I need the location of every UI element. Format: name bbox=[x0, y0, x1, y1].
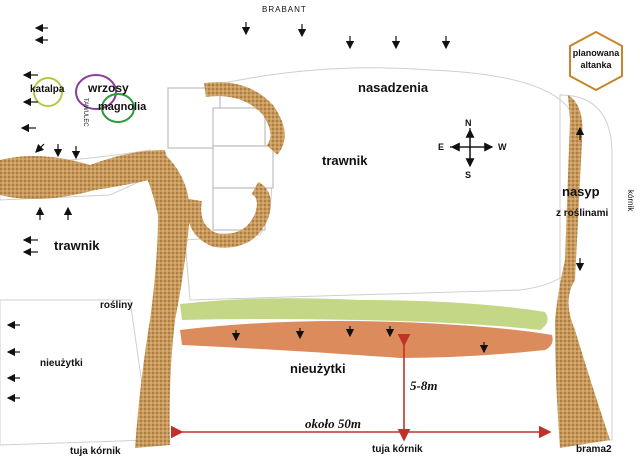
wrzosy-ellipse bbox=[75, 74, 117, 110]
label-tuja-kornik-mid: tuja kórnik bbox=[372, 444, 423, 455]
label-nieuzytki-left: nieużytki bbox=[40, 358, 83, 369]
flow-arrows bbox=[6, 22, 585, 403]
label-z-roslinami: z roślinami bbox=[556, 208, 608, 219]
label-magnolia: magnolia bbox=[98, 101, 147, 113]
magnolia-ellipse bbox=[101, 93, 135, 123]
label-brabant: BRABANT bbox=[262, 5, 307, 14]
katalpa-circle bbox=[33, 77, 63, 107]
compass-w: W bbox=[498, 142, 507, 152]
hedge-orange bbox=[180, 321, 553, 358]
label-rosliny: rośliny bbox=[100, 300, 133, 311]
label-tawulec: TAWULEC bbox=[82, 98, 88, 127]
path-left-horizontal bbox=[0, 150, 170, 199]
path-house-loop bbox=[204, 82, 285, 155]
label-dim-width: około 50m bbox=[305, 416, 361, 431]
label-katalpa: katalpa bbox=[30, 84, 65, 95]
label-wrzosy: wrzosy bbox=[87, 81, 129, 95]
compass-n: N bbox=[465, 118, 472, 128]
area-outlines bbox=[0, 67, 613, 446]
label-altanka: altanka bbox=[580, 60, 612, 70]
house bbox=[167, 87, 274, 231]
label-trawnik-main: trawnik bbox=[322, 153, 368, 168]
dimension-lines bbox=[170, 333, 552, 442]
path-main-vertical bbox=[135, 150, 190, 448]
label-tuja-kornik-left: tuja kórnik bbox=[70, 446, 121, 457]
label-kornik-right: kórnik bbox=[626, 190, 635, 212]
path-house-lower bbox=[187, 181, 271, 248]
plants-cluster bbox=[33, 74, 135, 123]
label-dim-height: 5-8m bbox=[410, 378, 437, 393]
label-brama2: brama2 bbox=[576, 444, 612, 455]
label-nasyp: nasyp bbox=[562, 184, 600, 199]
compass bbox=[450, 128, 494, 168]
compass-s: S bbox=[465, 170, 471, 180]
label-trawnik-left: trawnik bbox=[54, 238, 100, 253]
label-planowana: planowana bbox=[573, 48, 621, 58]
label-nieuzytki-main: nieużytki bbox=[290, 361, 346, 376]
garden-paths bbox=[0, 82, 610, 448]
altanka-hexagon bbox=[569, 30, 623, 92]
label-nasadzenia: nasadzenia bbox=[358, 80, 429, 95]
path-right-vertical bbox=[555, 95, 610, 448]
hedge-green bbox=[180, 298, 548, 330]
compass-e: E bbox=[438, 142, 444, 152]
